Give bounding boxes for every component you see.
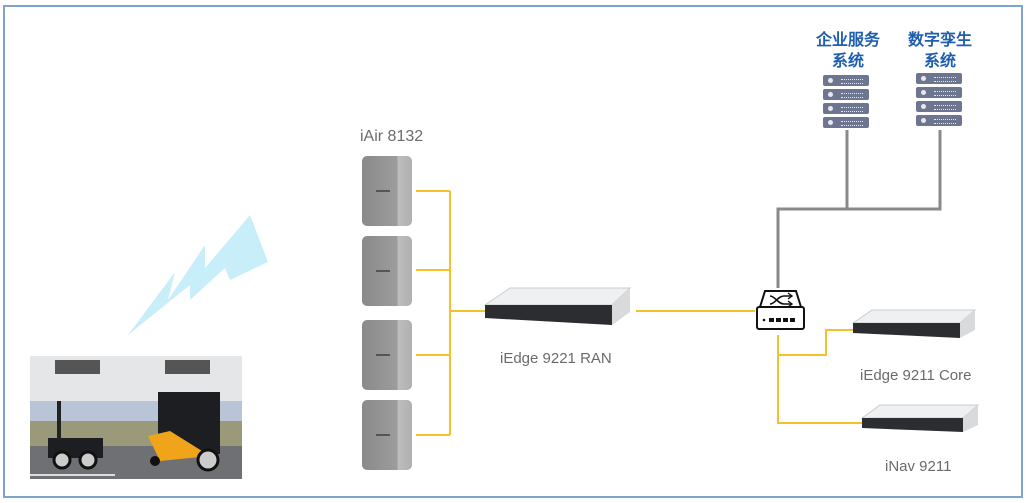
agv-vehicle-photo — [30, 356, 242, 479]
twin-label-line2: 系统 — [923, 53, 956, 70]
radio-unit-icon — [362, 156, 412, 226]
core-server-icon — [851, 309, 977, 338]
network-switch-icon — [756, 290, 805, 330]
diagram-frame — [3, 5, 1023, 498]
wire-switch-down — [777, 335, 862, 424]
radio-unit-icon — [362, 400, 412, 470]
ran-server-label: iEdge 9221 RAN — [500, 350, 612, 367]
enterprise-system-label: 企业服务 系统 — [803, 30, 893, 72]
enterprise-label-line2: 系统 — [831, 53, 864, 70]
twin-label-line1: 数字孪生 — [907, 32, 972, 49]
lightning-wireless-icon — [128, 215, 268, 335]
ap-label: iAir 8132 — [360, 128, 424, 145]
digital-twin-label: 数字孪生 系统 — [895, 30, 985, 72]
radio-unit-icon — [362, 320, 412, 390]
ran-server-icon — [483, 287, 632, 325]
nav-server-label: iNav 9211 — [885, 458, 952, 475]
wire-switch-up — [776, 130, 942, 288]
enterprise-label-line1: 企业服务 — [815, 32, 880, 49]
radio-unit-icon — [362, 236, 412, 306]
core-server-label: iEdge 9211 Core — [860, 367, 972, 384]
nav-server-icon — [860, 404, 980, 432]
wire-switch-to-core — [778, 329, 855, 356]
